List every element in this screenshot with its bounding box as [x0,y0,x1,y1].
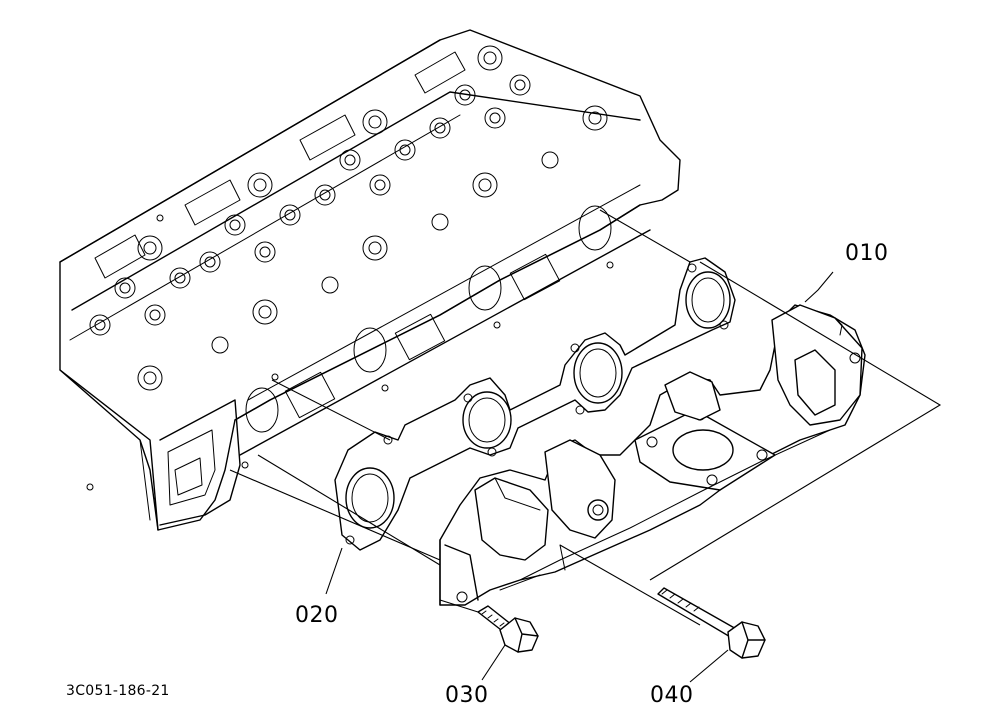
short-bolt [477,605,539,653]
cylinder-head [59,29,681,531]
long-bolt [657,587,766,659]
callout-leaders [325,271,834,683]
exhaust-manifold [439,304,866,606]
assembly-lines [229,209,942,626]
figure-id: 3C051-186-21 [66,683,170,699]
callout-030: 030 [445,683,489,708]
valve-pockets [89,45,608,391]
callout-040: 040 [650,683,694,708]
callout-010: 010 [845,241,889,266]
callout-020: 020 [295,603,339,628]
exhaust-manifold-gasket [334,257,736,551]
